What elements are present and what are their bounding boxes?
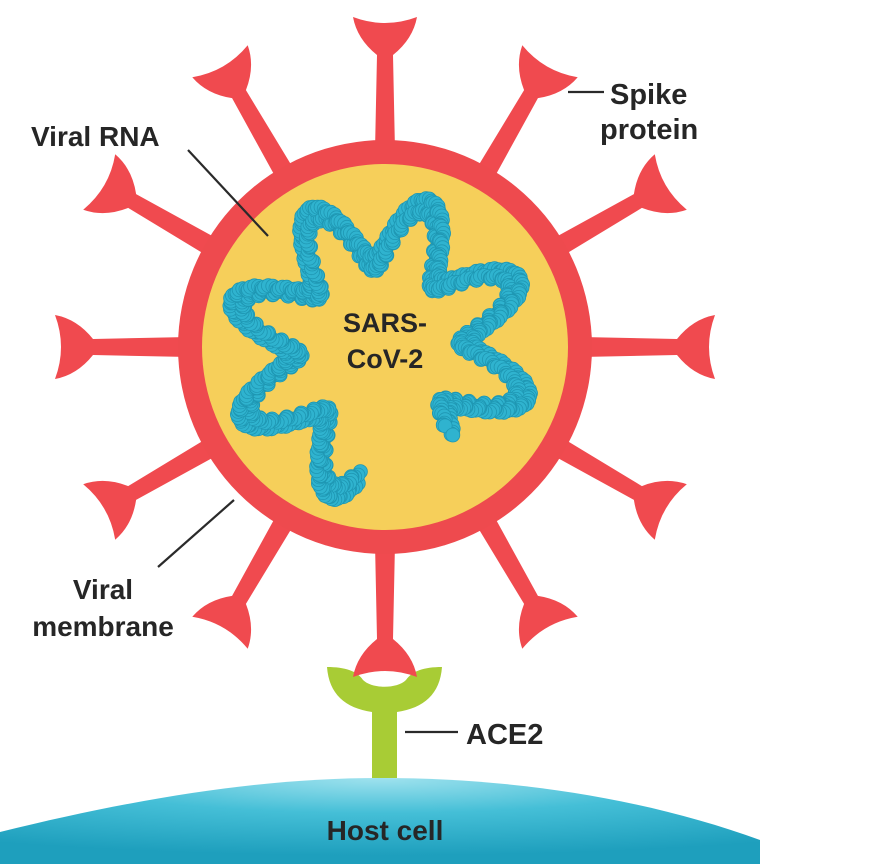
leader-lines [157,90,604,734]
host-cell-surface [0,778,760,864]
viral-rna-strand [222,191,538,508]
spike-protein [474,511,578,649]
ace2-receptor [327,667,442,778]
spike-protein-label-line2: protein [600,114,698,146]
ace2-receptor-shape [327,667,442,778]
viral-rna-label: Viral RNA [31,121,160,152]
viral-membrane-label-line1: Viral [73,574,133,605]
spike-protein [474,45,578,183]
spike-protein [353,17,417,151]
spike-protein [353,543,417,677]
spike-protein [549,154,687,258]
spike-protein-label-line1: Spike [610,79,687,111]
spike-protein [192,511,296,649]
spike-protein [55,315,189,379]
spike-proteins [55,17,715,677]
rna-bead [445,427,461,443]
spike-protein [192,45,296,183]
spike-protein [581,315,715,379]
ace2-label: ACE2 [466,719,543,751]
spike-protein [83,436,221,540]
spike-protein [83,154,221,258]
spike-protein [549,436,687,540]
viral-rna-leader [187,149,269,237]
viral-interior [202,164,568,530]
labels: Viral RNA Spike protein SARS- CoV-2 Vira… [31,79,698,846]
host-cell [0,778,760,864]
host-cell-label: Host cell [327,815,444,846]
virus-particle [178,140,592,554]
virus-name-line2: CoV-2 [347,344,424,374]
viral-membrane-label-line2: membrane [32,611,174,642]
virus-name-line1: SARS- [343,308,427,338]
viral-membrane-leader [157,499,235,568]
